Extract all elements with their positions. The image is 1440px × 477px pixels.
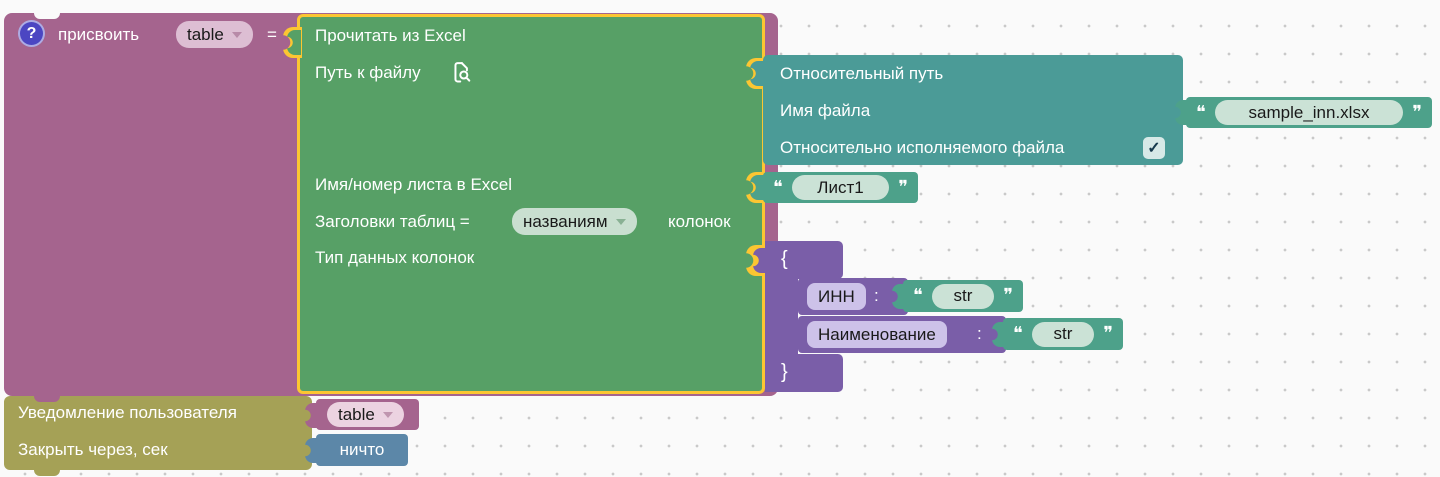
- value-string-output-tab: [892, 284, 906, 309]
- headers-mode-value: названиям: [523, 211, 608, 231]
- dict-open-brace: {: [781, 248, 788, 270]
- file-string-block[interactable]: ❝ sample_inn.xlsx ❞: [1186, 97, 1432, 128]
- dict-key-input[interactable]: Наименование: [807, 321, 947, 348]
- sheet-string-output-tab: [750, 175, 764, 200]
- assign-block-bottom-bump: [34, 396, 60, 402]
- sheet-string-input[interactable]: Лист1: [791, 175, 890, 200]
- nothing-label: ничто: [339, 440, 385, 459]
- relative-to-exe-checkbox[interactable]: ✓: [1143, 137, 1165, 159]
- read-excel-block[interactable]: [297, 14, 765, 394]
- close-quote-icon: ❞: [1103, 323, 1113, 344]
- read-excel-title: Прочитать из Excel: [315, 26, 466, 45]
- relative-path-block[interactable]: [763, 55, 1183, 165]
- dict-close-brace-bar[interactable]: [765, 354, 843, 392]
- read-excel-path-label: Путь к файлу: [315, 63, 421, 82]
- relative-path-flag-label: Относительно исполняемого файла: [780, 138, 1065, 157]
- open-quote-icon: ❝: [773, 176, 783, 198]
- dict-output-tab: [753, 248, 767, 273]
- chevron-down-icon: [382, 411, 393, 418]
- help-icon[interactable]: ?: [18, 20, 45, 47]
- notify-close-after-label: Закрыть через, сек: [18, 440, 168, 459]
- close-quote-icon: ❞: [1003, 285, 1013, 306]
- file-string-output-tab: [1175, 100, 1189, 125]
- dict-colon: :: [874, 286, 879, 305]
- dict-open-brace-bar[interactable]: [765, 241, 843, 279]
- chevron-down-icon: [231, 31, 242, 38]
- notify-user-block[interactable]: [4, 396, 312, 470]
- read-excel-headers-label: Заголовки таблиц =: [315, 212, 470, 231]
- nothing-block[interactable]: ничто: [316, 434, 408, 466]
- notify-title: Уведомление пользователя: [18, 403, 237, 422]
- dict-value-input[interactable]: str: [931, 283, 995, 309]
- relative-path-title: Относительный путь: [780, 64, 944, 83]
- assign-variable-value: table: [187, 24, 224, 44]
- open-quote-icon: ❝: [1013, 323, 1023, 344]
- file-string-input[interactable]: sample_inn.xlsx: [1214, 100, 1404, 125]
- notify-block-bottom-bump: [34, 470, 60, 476]
- assign-equals-label: =: [267, 25, 277, 44]
- dict-value-string-block[interactable]: ❝ str ❞: [1003, 318, 1123, 350]
- chevron-down-icon: [615, 218, 626, 225]
- headers-mode-dropdown[interactable]: названиям: [512, 208, 637, 235]
- assign-label: присвоить: [58, 25, 140, 44]
- read-excel-headers-suffix: колонок: [668, 212, 731, 231]
- relative-path-file-name-label: Имя файла: [780, 101, 871, 120]
- read-excel-types-label: Тип данных колонок: [315, 248, 475, 267]
- read-excel-sheet-label: Имя/номер листа в Excel: [315, 175, 513, 194]
- notify-var-output-tab: [305, 403, 319, 428]
- sheet-string-block[interactable]: ❝ Лист1 ❞: [763, 172, 918, 203]
- dict-close-brace: }: [781, 361, 788, 383]
- close-quote-icon: ❞: [1412, 101, 1422, 123]
- read-excel-output-tab: [287, 30, 301, 55]
- nothing-output-tab: [305, 438, 319, 463]
- open-quote-icon: ❝: [1196, 101, 1206, 123]
- relative-path-output-tab: [750, 61, 764, 86]
- assign-variable-dropdown[interactable]: table: [176, 21, 253, 48]
- notify-var-dropdown[interactable]: table: [327, 402, 404, 427]
- dict-colon: :: [977, 324, 982, 343]
- close-quote-icon: ❞: [898, 176, 908, 198]
- dict-value-string-block[interactable]: ❝ str ❞: [903, 280, 1023, 312]
- value-string-output-tab: [992, 322, 1006, 347]
- notify-var-value: table: [338, 404, 375, 424]
- dict-value-input[interactable]: str: [1031, 321, 1095, 347]
- file-search-icon[interactable]: [449, 60, 474, 85]
- assign-block-top-notch: [34, 13, 60, 19]
- dict-key-input[interactable]: ИНН: [807, 283, 866, 310]
- open-quote-icon: ❝: [913, 285, 923, 306]
